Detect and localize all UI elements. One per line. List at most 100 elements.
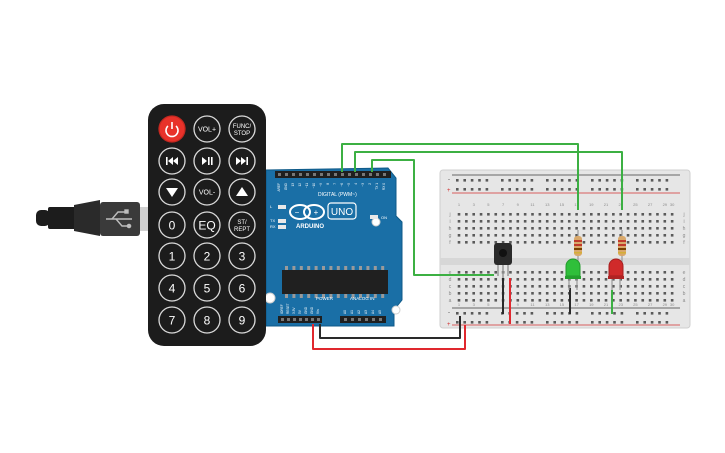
terminal-hole[interactable] [487, 285, 490, 288]
bottom-header-pins[interactable] [281, 318, 382, 321]
terminal-hole[interactable] [479, 299, 483, 302]
power-pin[interactable] [305, 318, 308, 321]
terminal-hole[interactable] [612, 234, 615, 237]
wire-red-5v[interactable] [312, 324, 466, 350]
terminal-hole[interactable] [670, 234, 674, 237]
terminal-hole[interactable] [538, 299, 542, 302]
rail-hole[interactable] [508, 179, 511, 182]
terminal-hole[interactable] [641, 220, 645, 223]
terminal-hole[interactable] [457, 285, 461, 288]
terminal-hole[interactable] [465, 234, 468, 237]
rail-hole[interactable] [553, 312, 556, 315]
terminal-hole[interactable] [538, 227, 542, 230]
rail-hole[interactable] [591, 188, 594, 191]
wires[interactable] [312, 143, 623, 350]
terminal-hole[interactable] [516, 234, 520, 237]
power-pin[interactable] [287, 318, 290, 321]
terminal-hole[interactable] [663, 271, 667, 274]
rail-hole[interactable] [643, 312, 646, 315]
terminal-hole[interactable] [479, 213, 483, 216]
remote-button-one[interactable]: 1 [158, 242, 186, 270]
terminal-hole[interactable] [545, 227, 549, 230]
terminal-hole[interactable] [457, 241, 461, 244]
rail-hole[interactable] [560, 188, 564, 191]
terminal-hole[interactable] [612, 213, 615, 216]
rail-hole[interactable] [591, 312, 594, 315]
terminal-hole[interactable] [612, 299, 615, 302]
rail-hole[interactable] [530, 188, 534, 191]
terminal-hole[interactable] [538, 285, 542, 288]
rail-hole[interactable] [501, 321, 504, 324]
terminal-hole[interactable] [567, 241, 571, 244]
rail-hole[interactable] [650, 188, 654, 191]
rail-hole[interactable] [613, 321, 616, 324]
remote-button-four[interactable]: 4 [158, 274, 186, 302]
terminal-hole[interactable] [545, 299, 549, 302]
terminal-hole[interactable] [567, 213, 571, 216]
rail-hole[interactable] [508, 188, 511, 191]
terminal-hole[interactable] [634, 234, 637, 237]
terminal-hole[interactable] [634, 271, 637, 274]
digital-pin[interactable] [285, 173, 288, 176]
terminal-hole[interactable] [582, 292, 586, 295]
terminal-hole[interactable] [545, 292, 549, 295]
terminal-hole[interactable] [560, 227, 564, 230]
terminal-hole[interactable] [641, 234, 645, 237]
rail-hole[interactable] [665, 321, 669, 324]
terminal-hole[interactable] [457, 234, 461, 237]
rail-hole[interactable] [523, 321, 526, 324]
rail-hole[interactable] [658, 179, 661, 182]
terminal-hole[interactable] [670, 227, 674, 230]
rail-hole[interactable] [636, 179, 639, 182]
terminal-hole[interactable] [472, 227, 475, 230]
terminal-hole[interactable] [619, 299, 622, 302]
terminal-hole[interactable] [626, 213, 630, 216]
terminal-hole[interactable] [538, 292, 542, 295]
terminal-hole[interactable] [582, 299, 586, 302]
power-pin[interactable] [281, 318, 284, 321]
terminal-hole[interactable] [487, 213, 490, 216]
terminal-hole[interactable] [472, 299, 475, 302]
terminal-hole[interactable] [560, 271, 564, 274]
terminal-hole[interactable] [479, 278, 483, 281]
rail-hole[interactable] [598, 321, 601, 324]
terminal-hole[interactable] [553, 292, 556, 295]
terminal-hole[interactable] [619, 278, 622, 281]
rail-hole[interactable] [658, 188, 661, 191]
terminal-hole[interactable] [670, 299, 674, 302]
terminal-hole[interactable] [641, 213, 645, 216]
terminal-hole[interactable] [648, 292, 652, 295]
terminal-hole[interactable] [590, 292, 593, 295]
remote-button-eight[interactable]: 8 [193, 306, 221, 334]
power-pin[interactable] [299, 318, 302, 321]
terminal-hole[interactable] [626, 299, 630, 302]
terminal-hole[interactable] [560, 213, 564, 216]
terminal-hole[interactable] [612, 285, 615, 288]
analog-pin[interactable] [344, 318, 347, 321]
terminal-hole[interactable] [472, 292, 475, 295]
terminal-hole[interactable] [604, 292, 608, 295]
terminal-hole[interactable] [634, 220, 637, 223]
power-pin[interactable] [311, 318, 314, 321]
rail-hole[interactable] [658, 312, 661, 315]
rail-hole[interactable] [463, 312, 466, 315]
resistor-red-led[interactable] [618, 230, 626, 262]
terminal-hole[interactable] [531, 220, 534, 223]
terminal-hole[interactable] [619, 213, 622, 216]
terminal-hole[interactable] [641, 241, 645, 244]
terminal-hole[interactable] [523, 227, 527, 230]
terminal-hole[interactable] [656, 241, 659, 244]
rail-hole[interactable] [658, 321, 661, 324]
terminal-hole[interactable] [582, 285, 586, 288]
terminal-hole[interactable] [612, 220, 615, 223]
terminal-hole[interactable] [479, 227, 483, 230]
terminal-hole[interactable] [560, 241, 564, 244]
terminal-hole[interactable] [523, 220, 527, 223]
rail-hole[interactable] [456, 179, 459, 182]
rail-hole[interactable] [575, 312, 579, 315]
terminal-hole[interactable] [501, 227, 505, 230]
terminal-hole[interactable] [487, 241, 490, 244]
terminal-hole[interactable] [457, 213, 461, 216]
digital-pin[interactable] [376, 173, 379, 176]
